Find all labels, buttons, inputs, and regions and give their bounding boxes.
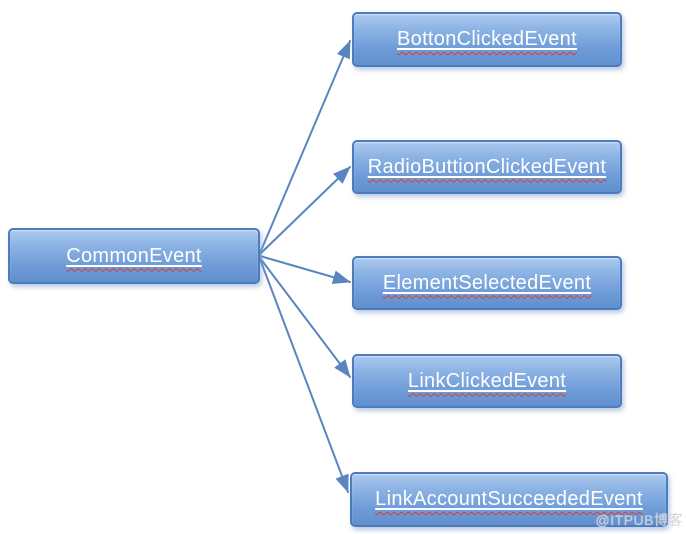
node-link-account-succeeded-event: LinkAccountSucceededEvent [350, 472, 668, 527]
node-botton-clicked-event: BottonClickedEvent [352, 12, 622, 67]
node-label: LinkClickedEvent [407, 369, 567, 392]
node-label-wrapper: CommonEvent [66, 245, 202, 268]
node-label: BottonClickedEvent [397, 28, 577, 50]
node-label-wrapper: ElementSelectedEvent [383, 272, 591, 295]
node-label: LinkAccountSucceededEvent [375, 488, 643, 510]
node-label-wrapper: LinkClickedEvent [408, 370, 566, 393]
arrow-to-element-selected-event [259, 255, 351, 285]
node-label: ElementSelectedEvent [382, 271, 592, 294]
node-label: CommonEvent [66, 244, 202, 267]
node-radio-buttion-clicked-event: RadioButtionClickedEvent [352, 140, 622, 194]
node-label-wrapper: BottonClickedEvent [397, 28, 577, 51]
node-label-wrapper: RadioButtionClickedEvent [368, 156, 606, 179]
node-element-selected-event: ElementSelectedEvent [352, 256, 622, 310]
node-label: RadioButtionClickedEvent [367, 155, 607, 178]
arrow-to-radio-buttion-clicked-event [259, 166, 351, 255]
arrow-to-link-clicked-event [259, 257, 351, 378]
arrow-to-link-account-succeeded-event [259, 258, 349, 493]
arrow-to-botton-clicked-event [259, 40, 351, 254]
watermark: @ITPUB博客 [595, 512, 683, 528]
node-link-clicked-event: LinkClickedEvent [352, 354, 622, 408]
node-common-event: CommonEvent [8, 228, 260, 284]
node-label-wrapper: LinkAccountSucceededEvent [375, 488, 643, 511]
